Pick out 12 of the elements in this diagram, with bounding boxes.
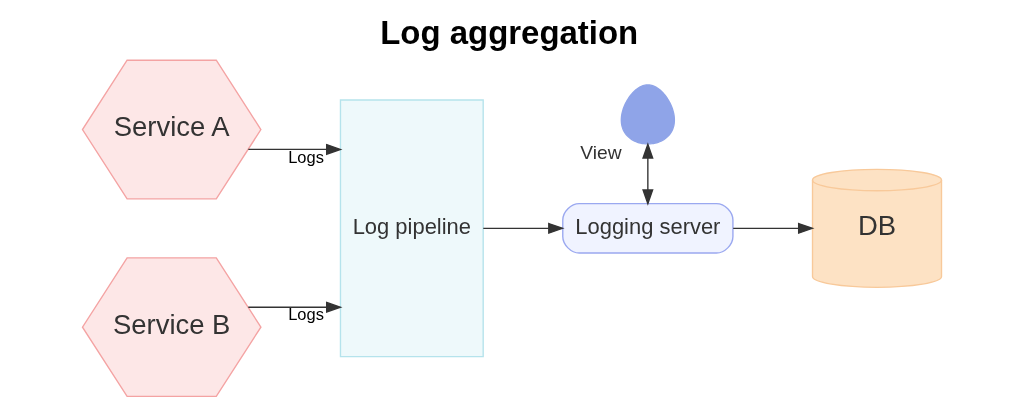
arrow [732,222,815,235]
node-box: Logging server [562,202,734,254]
arrow [247,301,343,313]
node-box: Log pipeline [339,99,484,358]
node-picture [620,84,676,145]
edge-label: Logs [288,147,324,166]
node-label: View [580,142,622,164]
arrow [642,142,654,206]
diagram-title: Log aggregation [380,14,639,52]
edge-label: Logs [288,305,324,324]
arrow [247,143,343,156]
arrow [482,222,565,235]
